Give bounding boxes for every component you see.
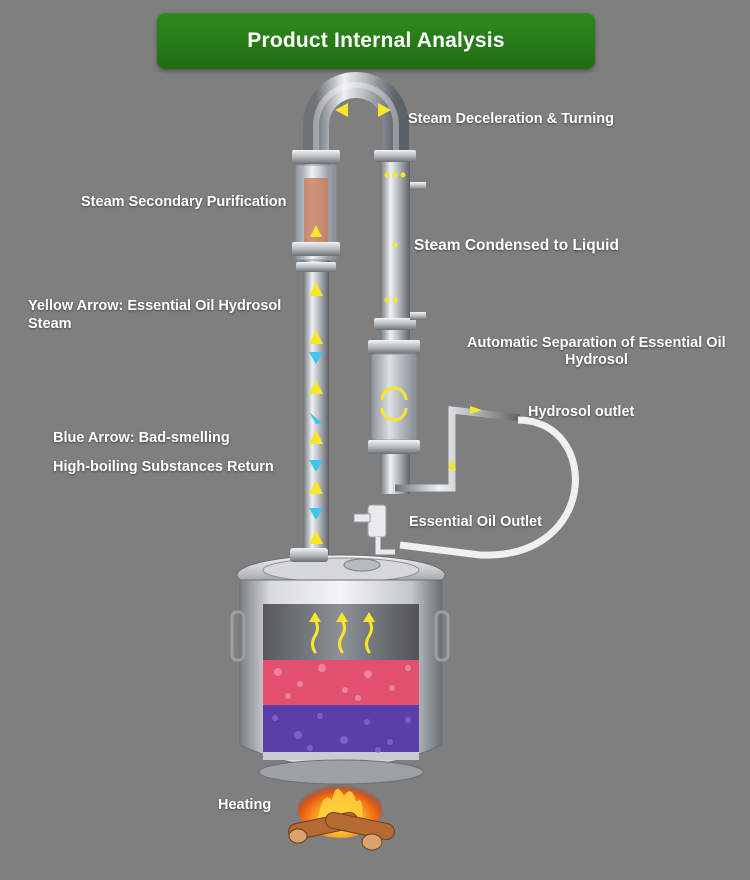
label-auto-separation-line2: Hydrosol <box>565 352 628 368</box>
label-heating: Heating <box>218 797 272 813</box>
label-steam-condensed: Steam Condensed to Liquid <box>414 237 619 254</box>
lavender-texture <box>272 713 411 753</box>
label-steam-deceleration: Steam Deceleration & Turning <box>408 111 614 127</box>
u-bend-pipe <box>303 72 409 160</box>
lavender-layer <box>263 705 419 755</box>
separation-arrows <box>380 386 408 422</box>
label-steam-secondary-purification: Steam Secondary Purification <box>81 194 287 210</box>
petal-texture <box>274 664 411 701</box>
water-inlet-upper <box>410 182 426 190</box>
bend-arrows <box>335 103 391 117</box>
water-inlet-lower <box>410 312 426 320</box>
condensate-drips <box>384 172 406 303</box>
label-yellow-arrow-line2: Steam <box>28 316 72 332</box>
label-blue-arrow-line2: High-boiling Substances Return <box>53 459 274 475</box>
logs <box>288 811 395 851</box>
blue-return-arrows <box>309 352 323 520</box>
title-banner: Product Internal Analysis <box>157 13 595 69</box>
pot-steam-arrows <box>311 618 373 654</box>
white-hose <box>399 416 579 559</box>
label-hydrosol-outlet: Hydrosol outlet <box>528 404 635 420</box>
hydrosol-outlet-tube <box>395 406 521 492</box>
label-auto-separation-line1: Automatic Separation of Essential Oil <box>467 335 726 351</box>
label-essential-oil-outlet: Essential Oil Outlet <box>409 514 542 530</box>
yellow-steam-arrows <box>309 225 323 544</box>
page-title: Product Internal Analysis <box>247 29 505 52</box>
label-yellow-arrow-line1: Yellow Arrow: Essential Oil Hydrosol <box>28 298 282 314</box>
label-blue-arrow-line1: Blue Arrow: Bad-smelling <box>53 430 230 446</box>
condenser-column <box>380 150 410 350</box>
oil-outlet-valve <box>367 504 387 538</box>
outlet-arrows <box>448 406 482 470</box>
separator-chamber <box>371 353 417 441</box>
pot-handle-left <box>230 610 246 662</box>
pot-handle-right <box>434 610 450 662</box>
